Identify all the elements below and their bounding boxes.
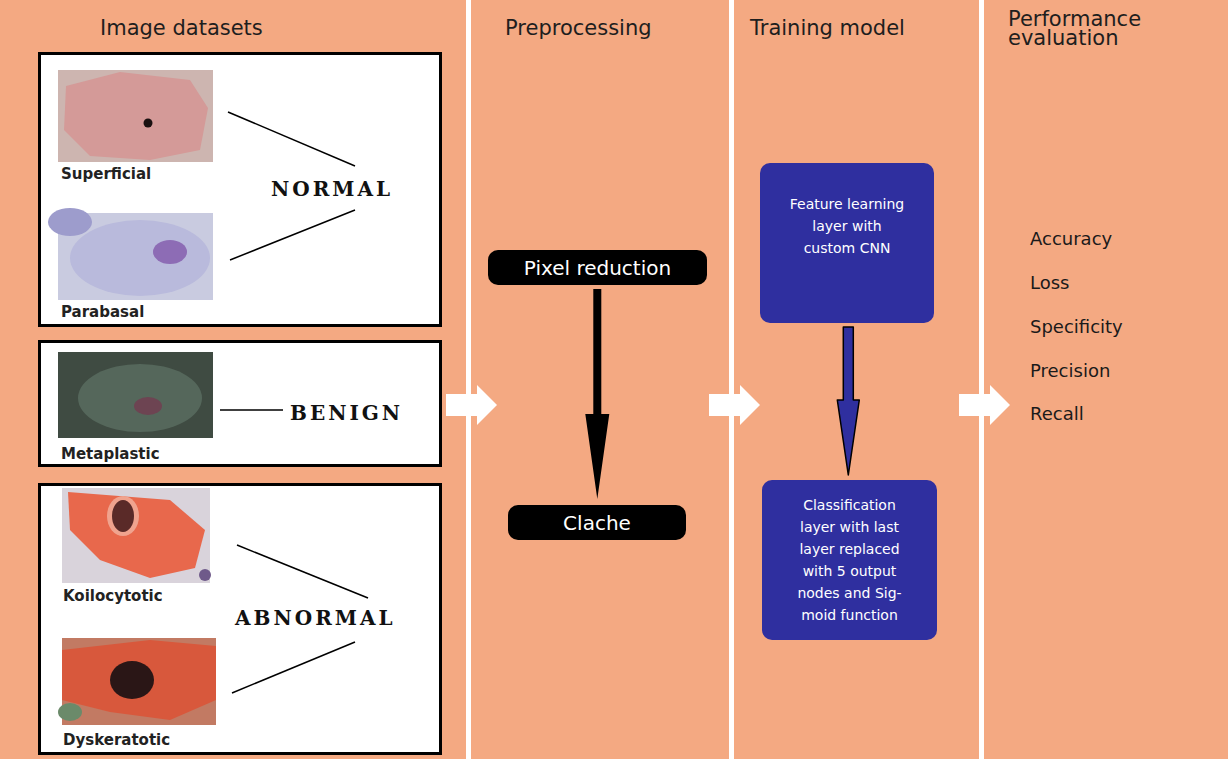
flow-arrow: [709, 385, 760, 425]
cell-fragment: [199, 569, 211, 581]
column-band: Training modelFeature learning layer wit…: [734, 0, 979, 759]
cell-body: [64, 72, 208, 160]
cell-body: [62, 640, 216, 720]
flow-arrow: [446, 385, 497, 425]
box-text: Clache: [563, 511, 631, 535]
column-separator: [729, 0, 734, 759]
metric-label: Loss: [1030, 272, 1069, 293]
column-band: Image datasetsSuperficialParabasal NORMAL…: [0, 0, 466, 759]
cell-body: [70, 220, 210, 296]
cell-nucleus: [110, 661, 154, 699]
process-box: Clache: [508, 505, 686, 540]
column-heading: Preprocessing: [505, 16, 652, 40]
column-band: Performance evaluationAccuracyLossSpecif…: [984, 0, 1228, 759]
flow-arrow: [959, 385, 1010, 425]
cell-nucleus: [153, 240, 187, 264]
cell-fragment: [58, 703, 82, 721]
process-box: Pixel reduction: [488, 250, 707, 285]
cell-nucleus: [112, 500, 134, 532]
column-heading: Image datasets: [100, 16, 263, 40]
leader-line: [230, 210, 355, 260]
metric-label: Accuracy: [1030, 228, 1112, 249]
metric-label: Specificity: [1030, 316, 1123, 337]
nucleus-halo: [107, 496, 139, 536]
column-band: PreprocessingPixel reductionClache: [471, 0, 729, 759]
koilocytotic-cell-image: [62, 488, 211, 583]
cell-body: [68, 492, 205, 578]
leader-line: [237, 545, 368, 598]
metric-label: Recall: [1030, 403, 1084, 424]
image-ground: [62, 638, 216, 725]
box-text: Pixel reduction: [524, 256, 671, 280]
image-ground: [58, 70, 213, 162]
cell-fragment: [48, 208, 92, 236]
leader-line: [220, 409, 283, 411]
column-heading: Training model: [750, 16, 905, 40]
image-ground: [58, 352, 213, 438]
image-caption: Metaplastic: [61, 445, 160, 463]
group-label: NORMAL: [271, 177, 393, 201]
group-box: KoilocytoticDyskeratotic ABNORMAL: [38, 483, 442, 755]
group-box: SuperficialParabasal NORMAL: [38, 52, 442, 327]
group-box: Metaplastic BENIGN: [38, 340, 442, 467]
group-label: ABNORMAL: [235, 606, 395, 630]
image-caption: Superficial: [61, 165, 151, 183]
process-box: Feature learning layer with custom CNN: [760, 163, 934, 323]
metric-label: Precision: [1030, 360, 1110, 381]
image-caption: Koilocytotic: [63, 587, 163, 605]
group-fill: [38, 483, 442, 755]
metaplastic-cell-image: [58, 352, 213, 438]
image-caption: Dyskeratotic: [63, 731, 170, 749]
group-label: BENIGN: [290, 401, 403, 425]
cell-body: [78, 364, 202, 432]
cell-nucleus: [144, 119, 153, 128]
process-box: Classification layer with last layer rep…: [762, 480, 937, 640]
leader-line: [232, 642, 355, 693]
box-text: Feature learning layer with custom CNN: [787, 193, 907, 259]
group-fill: [38, 52, 442, 327]
image-ground: [62, 488, 210, 583]
cell-nucleus: [134, 397, 162, 415]
parabasal-cell-image: [48, 208, 213, 300]
image-caption: Parabasal: [61, 303, 144, 321]
column-separator: [466, 0, 471, 759]
dyskeratotic-cell-image: [58, 638, 216, 725]
group-fill: [38, 340, 442, 467]
flow-arrow: [837, 327, 859, 475]
superficial-cell-image: [58, 70, 213, 162]
leader-line: [228, 112, 355, 166]
flow-arrow: [585, 289, 609, 499]
column-separator: [979, 0, 984, 759]
column-heading: Performance evaluation: [1008, 10, 1223, 48]
box-text: Classification layer with last layer rep…: [790, 494, 910, 626]
